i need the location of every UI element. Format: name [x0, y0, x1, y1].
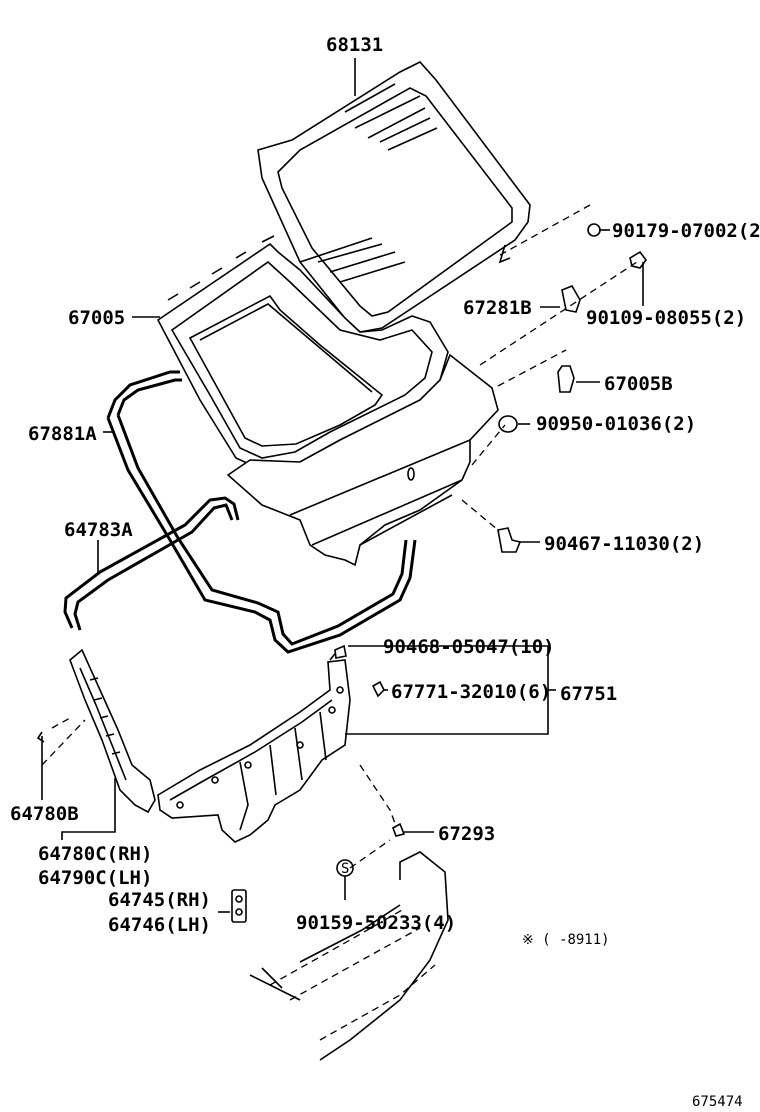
label-trim-lh: 64790C(LH)	[38, 867, 152, 889]
weatherstrip-drawing	[106, 370, 417, 654]
glass-drawing	[257, 61, 531, 346]
svg-text:S: S	[341, 861, 349, 877]
label-door-trim-board: 67751	[560, 683, 617, 705]
label-hinge-lh: 64746(LH)	[108, 914, 211, 936]
labels: 68131 90179-07002(2) 67281B 90109-08055(…	[10, 34, 760, 1110]
label-screw-lower: 90159-50233(4)	[296, 912, 456, 934]
bumper-drawing	[249, 851, 449, 1061]
label-door-weatherstrip: 67881A	[28, 423, 97, 445]
label-bracket-b: 67281B	[463, 297, 532, 319]
label-clip: 90467-11030(2)	[544, 533, 704, 555]
label-hinge-rh: 64745(RH)	[108, 889, 211, 911]
hinge-drawing	[231, 889, 247, 923]
applicability-note: ※ ( -8911)	[522, 932, 610, 948]
leader-lines	[41, 58, 644, 913]
label-screw-upper: 90179-07002(2)	[612, 220, 760, 242]
trim-board-drawing	[157, 648, 351, 843]
figure-id: 675474	[692, 1094, 743, 1110]
label-grommet: 90950-01036(2)	[536, 413, 696, 435]
stripe-drawing	[63, 496, 240, 631]
label-clip-10: 90468-05047(10)	[383, 636, 555, 658]
label-cover: 67293	[438, 823, 495, 845]
door-drawing	[226, 353, 499, 567]
label-trim-rh: 64780C(RH)	[38, 843, 152, 865]
label-cushion: 67005B	[604, 373, 673, 395]
frame-drawing	[156, 235, 449, 474]
label-pin: 64780B	[10, 803, 79, 825]
label-glass: 68131	[326, 34, 383, 56]
label-bolt: 90109-08055(2)	[586, 307, 746, 329]
fasteners-drawing: S	[334, 223, 647, 877]
label-clip-6: 67771-32010(6)	[391, 681, 551, 703]
label-side-stripe: 64783A	[64, 519, 133, 541]
label-weatherstrip-frame: 67005	[68, 307, 125, 329]
side-trim-drawing	[36, 648, 156, 814]
